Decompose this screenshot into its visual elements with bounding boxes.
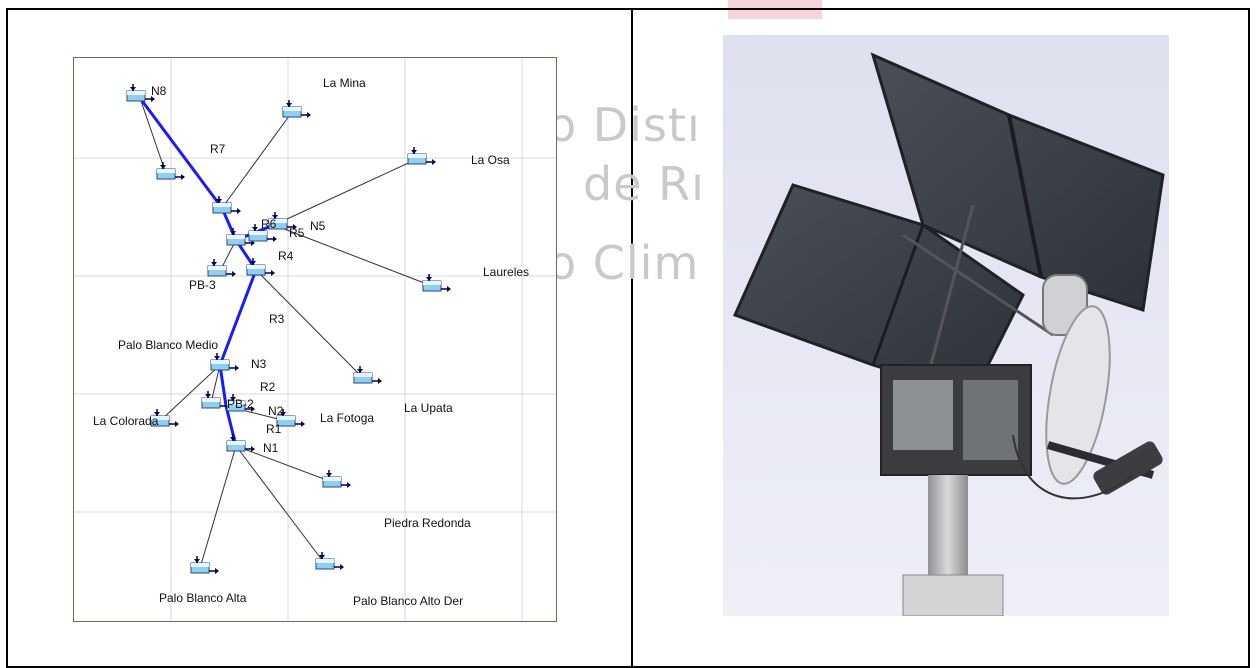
watermark-line-3: o Clim bbox=[548, 236, 700, 290]
label-node-n3: N3 bbox=[251, 357, 267, 371]
label-link-r4: R4 bbox=[278, 249, 294, 263]
watermark-line-1: o Distı bbox=[548, 98, 701, 152]
label-la-upata: La Upata bbox=[404, 401, 453, 415]
label-link-r6: R6 bbox=[261, 217, 277, 231]
label-link-r3: R3 bbox=[269, 312, 285, 326]
label-palo-blanco-alto-der: Palo Blanco Alto Der bbox=[353, 594, 464, 608]
label-piedra-redonda: Piedra Redonda bbox=[384, 516, 471, 530]
label-palo-blanco-alta: Palo Blanco Alta bbox=[159, 591, 247, 605]
repeater-photo bbox=[723, 35, 1169, 616]
label-la-mina: La Mina bbox=[323, 76, 366, 90]
label-link-r2: R2 bbox=[260, 380, 276, 394]
network-diagram-canvas bbox=[74, 58, 556, 621]
label-laureles: Laureles bbox=[483, 265, 530, 279]
grid-lines bbox=[74, 58, 556, 621]
network-diagram: La Mina La Osa Laureles Palo Blanco Medi… bbox=[73, 57, 557, 622]
label-link-r1: R1 bbox=[266, 422, 282, 436]
label-node-n2: N2 bbox=[268, 404, 284, 418]
label-node-n1: N1 bbox=[263, 441, 279, 455]
label-link-r5: R5 bbox=[289, 226, 305, 240]
label-la-colorada: La Colorada bbox=[93, 414, 159, 428]
label-node-n8: N8 bbox=[151, 84, 167, 98]
label-la-osa: La Osa bbox=[471, 153, 510, 167]
label-node-pb3: PB-3 bbox=[189, 278, 216, 292]
label-link-r7: R7 bbox=[210, 142, 226, 156]
watermark-line-2: de Rı bbox=[583, 157, 705, 211]
branch-lines bbox=[139, 97, 433, 569]
label-la-fotoga: La Fotoga bbox=[320, 411, 375, 425]
label-node-pb2: PB-2 bbox=[227, 397, 254, 411]
label-node-n5: N5 bbox=[310, 219, 326, 233]
label-palo-blanco-medio: Palo Blanco Medio bbox=[118, 338, 219, 352]
column-divider bbox=[631, 8, 633, 668]
